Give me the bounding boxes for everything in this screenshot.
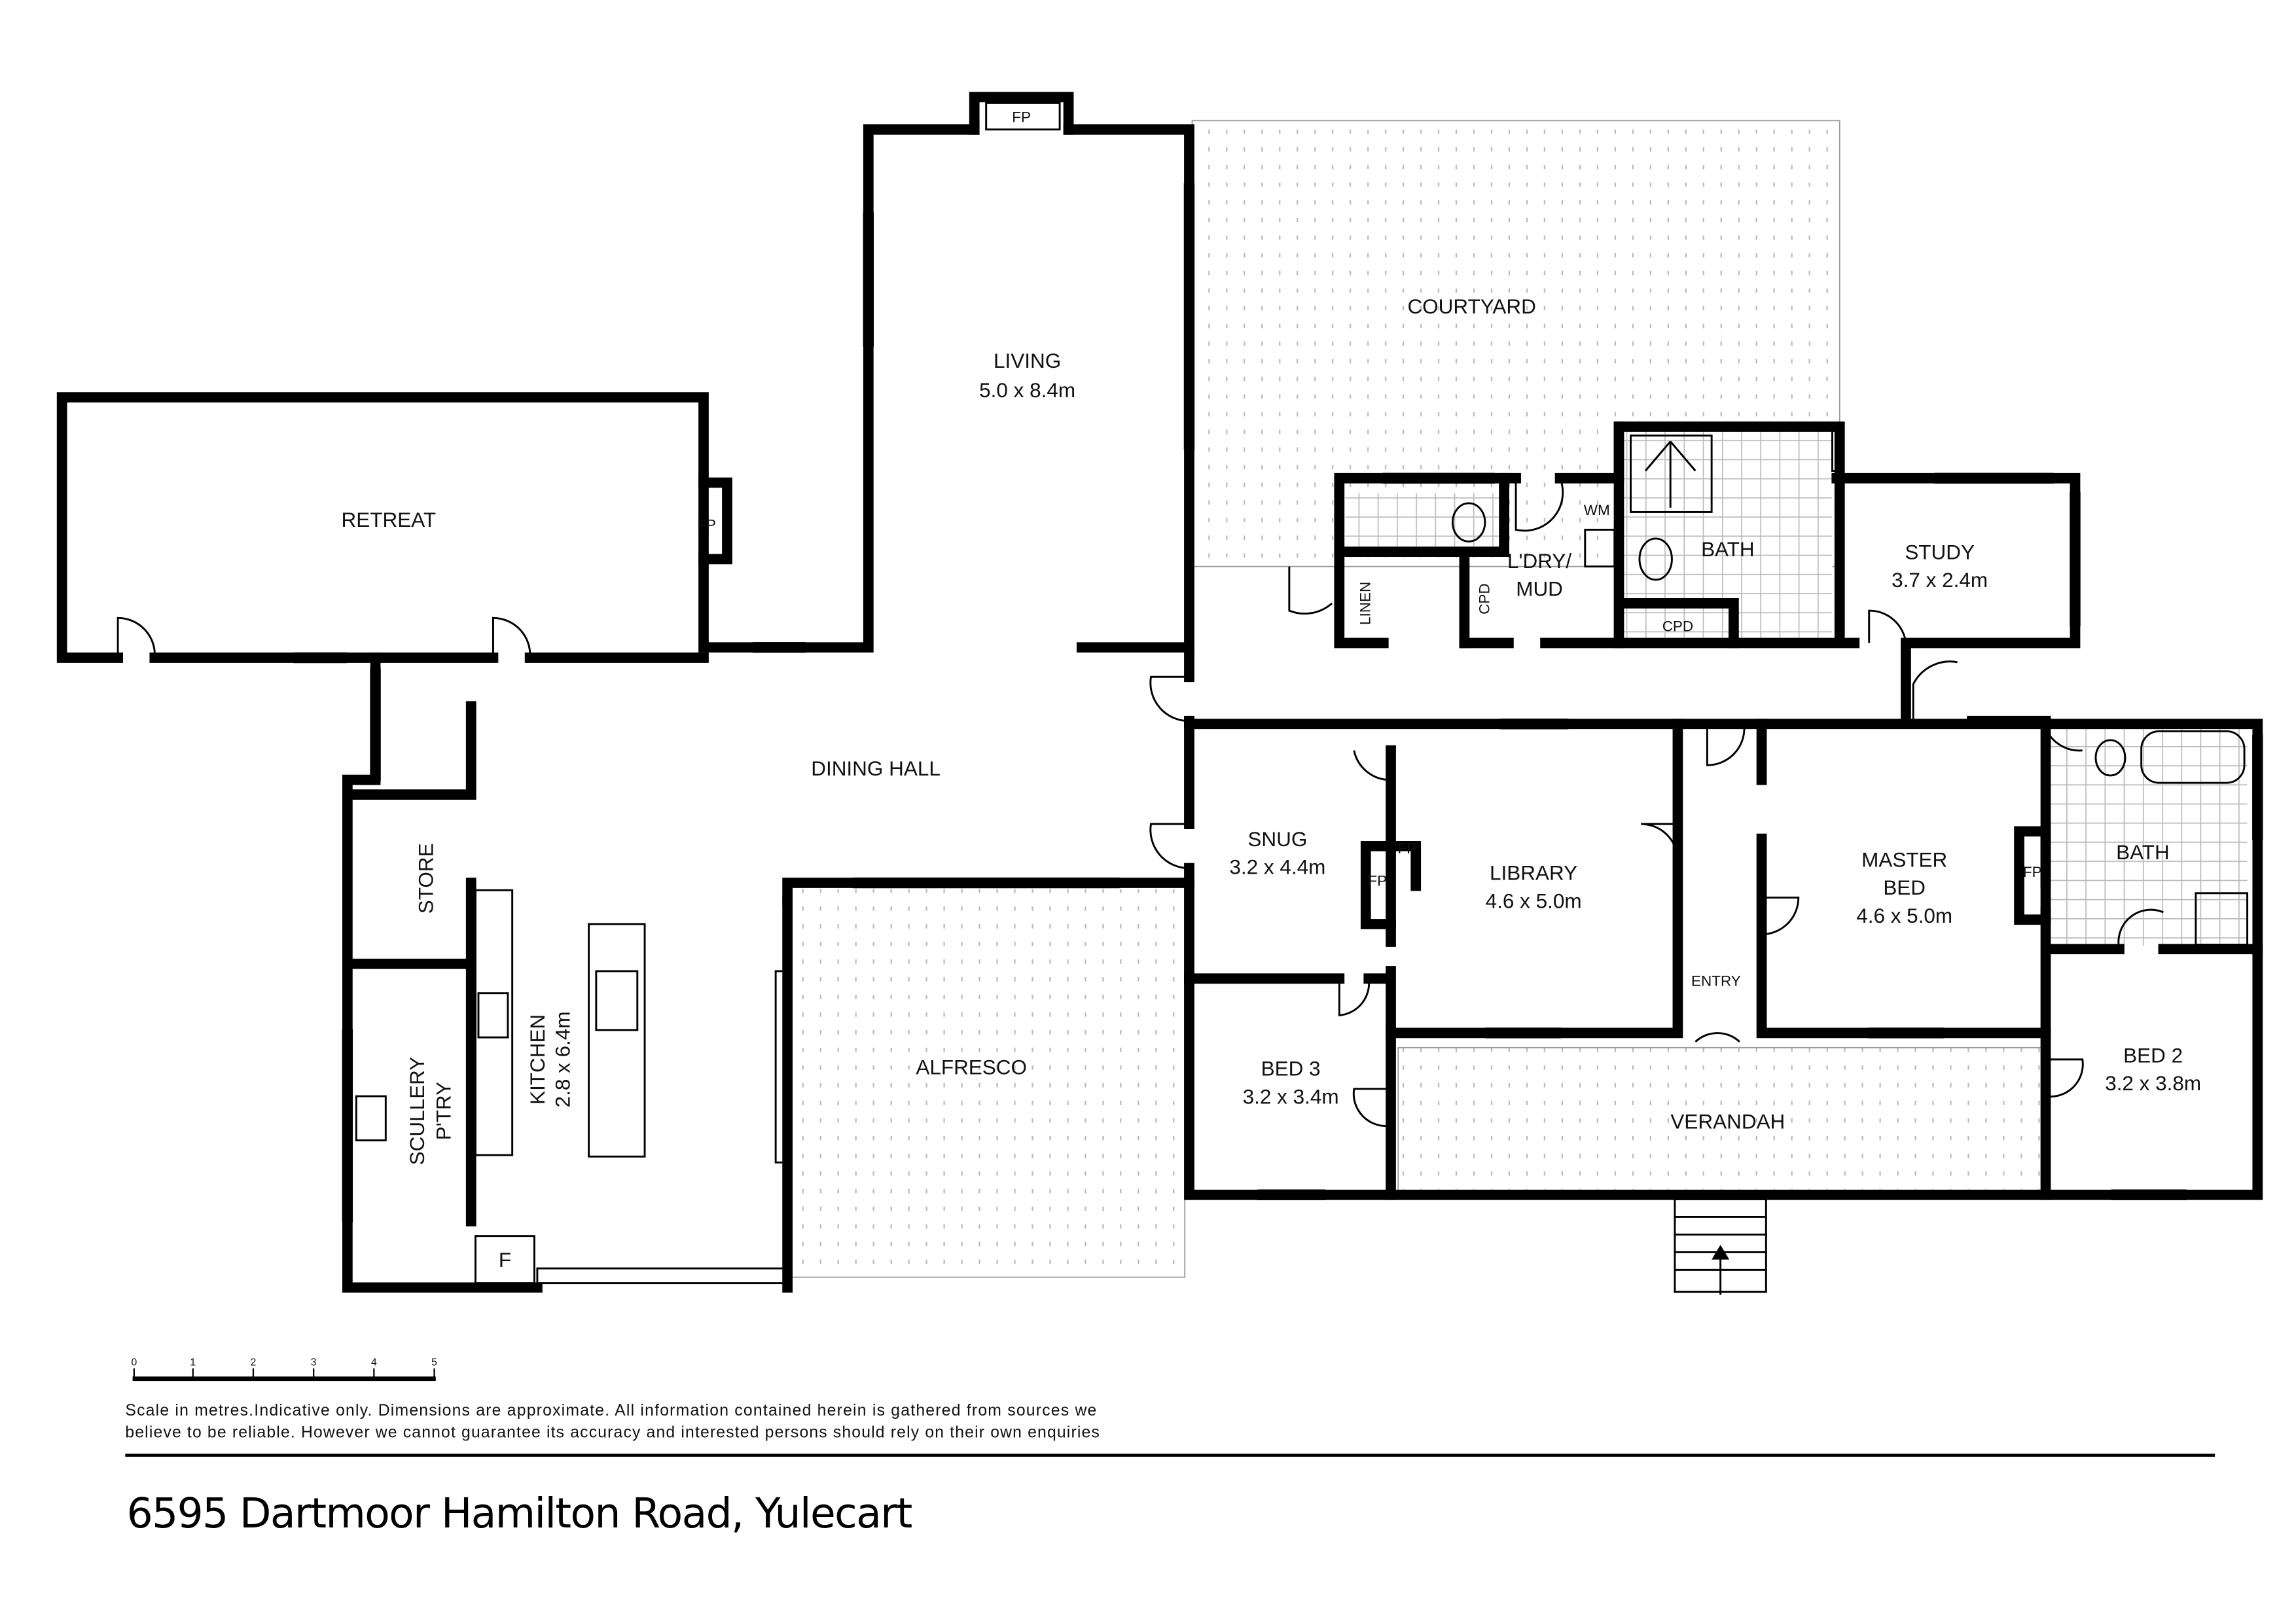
property-address: 6595 Dartmoor Hamilton Road, Yulecart bbox=[127, 1489, 913, 1537]
footer-divider bbox=[125, 1454, 2215, 1457]
room-dims-bed3: 3.2 x 3.4m bbox=[1243, 1085, 1339, 1108]
kitchen-island bbox=[588, 923, 646, 1158]
room-label-bed2: BED 2 bbox=[2123, 1044, 2183, 1067]
fp-label-snug: FP bbox=[1368, 873, 1387, 889]
scale-tick-0: 0 bbox=[131, 1357, 137, 1368]
room-label-store: STORE bbox=[414, 843, 437, 914]
walls bbox=[56, 92, 2263, 1293]
kitchen-bench bbox=[475, 889, 514, 1156]
toilet-wc bbox=[1451, 502, 1486, 543]
bathtub-ensuite bbox=[2140, 730, 2246, 784]
fixtures bbox=[355, 435, 2249, 1285]
scale-tick-4: 4 bbox=[371, 1357, 377, 1368]
scale-tick-1: 1 bbox=[190, 1357, 196, 1368]
shower-main bbox=[1630, 435, 1713, 513]
fp-label-master: FP bbox=[2023, 864, 2042, 880]
room-label-main-bath: BATH bbox=[1701, 538, 1755, 561]
fp-label-retreat: FP bbox=[697, 516, 716, 533]
room-label-living: LIVING bbox=[994, 349, 1061, 372]
room-dims-bed2: 3.2 x 3.8m bbox=[2105, 1072, 2201, 1095]
fireplace-markers bbox=[985, 101, 1061, 131]
fp-label-living: FP bbox=[1012, 109, 1031, 126]
room-label-bed3: BED 3 bbox=[1261, 1058, 1321, 1080]
scale-bar: 0 1 2 3 4 5 bbox=[131, 1357, 437, 1382]
alfresco-area bbox=[789, 882, 1186, 1278]
disclaimer-line-2: believe to be reliable. However we canno… bbox=[125, 1424, 1099, 1442]
cooktop bbox=[477, 992, 509, 1039]
room-label-linen: LINEN bbox=[1357, 582, 1374, 625]
scale-tick-3: 3 bbox=[311, 1357, 317, 1368]
room-dims-snug: 3.2 x 4.4m bbox=[1229, 856, 1325, 879]
room-label-study: STUDY bbox=[1905, 541, 1975, 563]
windows bbox=[293, 183, 2263, 1285]
room-label-laundry: L'DRY/ bbox=[1507, 550, 1571, 573]
doors bbox=[117, 478, 2164, 1128]
room-label-wm: WM bbox=[1584, 502, 1610, 518]
toilet-main bbox=[1638, 537, 1673, 581]
room-label-master-bed: BED bbox=[1883, 876, 1926, 899]
toilet-tiles bbox=[1345, 493, 1500, 552]
scullery-sink bbox=[355, 1095, 387, 1141]
room-dims-living: 5.0 x 8.4m bbox=[979, 379, 1075, 402]
room-dims-master: 4.6 x 5.0m bbox=[1856, 904, 1952, 927]
room-label-retreat: RETREAT bbox=[342, 508, 437, 531]
laundry-tub bbox=[1584, 528, 1616, 568]
room-label-courtyard: COURTYARD bbox=[1407, 295, 1535, 318]
room-label-master: MASTER bbox=[1861, 848, 1947, 871]
toilet-ensuite bbox=[2094, 739, 2126, 777]
room-label-scullery: SCULLERY bbox=[406, 1057, 429, 1166]
room-label-mud: MUD bbox=[1516, 578, 1563, 601]
room-label-alfresco: ALFRESCO bbox=[916, 1056, 1027, 1079]
room-dims-kitchen: 2.8 x 6.4m bbox=[551, 1011, 574, 1107]
shower-ensuite bbox=[2195, 892, 2249, 946]
room-label-fridge: F bbox=[499, 1249, 511, 1272]
room-label-dining-hall: DINING HALL bbox=[811, 757, 941, 780]
room-label-cpd-bath: CPD bbox=[1662, 618, 1693, 635]
room-label-cpd-laundry: CPD bbox=[1477, 583, 1493, 614]
room-label-verandah: VERANDAH bbox=[1670, 1111, 1785, 1133]
room-label-ensuite-bath: BATH bbox=[2116, 841, 2170, 864]
room-label-library: LIBRARY bbox=[1490, 862, 1577, 885]
fridge-space bbox=[475, 1235, 535, 1285]
room-label-snug: SNUG bbox=[1247, 828, 1307, 851]
fp-label-library: FP bbox=[1397, 840, 1416, 857]
room-label-kitchen: KITCHEN bbox=[526, 1014, 549, 1105]
room-dims-study: 3.7 x 2.4m bbox=[1892, 569, 1988, 592]
scale-tick-2: 2 bbox=[251, 1357, 257, 1368]
ensuite-tiles bbox=[2050, 728, 2248, 946]
scale-tick-5: 5 bbox=[431, 1357, 437, 1368]
room-dims-library: 4.6 x 5.0m bbox=[1486, 889, 1582, 912]
room-label-entry: ENTRY bbox=[1691, 972, 1741, 989]
front-steps bbox=[1674, 1198, 1767, 1295]
verandah-area bbox=[1397, 1046, 2047, 1196]
disclaimer-line-1: Scale in metres.Indicative only. Dimensi… bbox=[125, 1402, 1096, 1419]
room-label-pantry: P'TRY bbox=[432, 1082, 455, 1140]
kitchen-sink bbox=[595, 970, 639, 1031]
